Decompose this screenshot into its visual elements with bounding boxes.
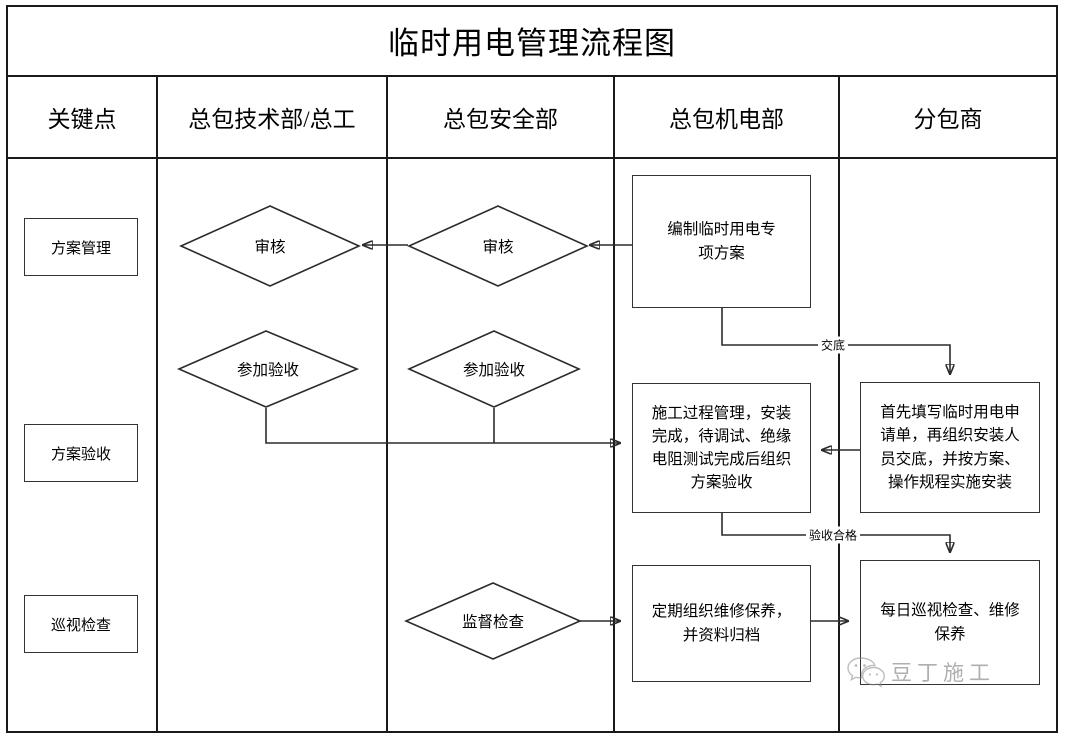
decision-join-acceptance-safety: 参加验收 (407, 330, 581, 408)
diamond-shape (177, 330, 360, 408)
diamond-shape (407, 330, 581, 408)
decision-label: 审核 (254, 239, 286, 256)
column-header-key-points: 关键点 (47, 107, 117, 132)
diamond-shape (179, 205, 361, 287)
key-point-label: 巡视检查 (50, 617, 111, 634)
key-point-plan-acceptance: 方案验收 (24, 424, 138, 482)
watermark: 豆丁施工 (845, 655, 995, 689)
key-point-plan-management: 方案管理 (24, 218, 138, 276)
process-line: 操作规程实施安装 (887, 473, 1012, 491)
process-line: 方案验收 (690, 474, 753, 492)
process-line: 并资料归档 (682, 626, 761, 644)
decision-label: 监督检查 (461, 614, 524, 631)
column-header-me-dept: 总包机电部 (669, 107, 784, 132)
process-line: 施工过程管理，安装 (651, 404, 792, 422)
watermark-text: 豆丁施工 (891, 661, 995, 685)
process-daily-patrol: 每日巡视检查、维修 保养 (860, 560, 1040, 685)
wechat-icon (847, 657, 885, 688)
key-point-label: 方案管理 (50, 240, 111, 257)
column-header-tech-dept: 总包技术部/总工 (188, 107, 356, 132)
decision-supervise-inspect: 监督检查 (404, 582, 582, 660)
process-line: 定期组织维修保养， (651, 603, 792, 621)
process-author-plan: 编制临时用电专 项方案 (632, 175, 811, 308)
decision-review-tech: 审核 (179, 205, 361, 287)
process-line: 请单，再组织安装人 (880, 427, 1020, 445)
key-point-patrol-inspection: 巡视检查 (24, 595, 138, 653)
process-line: 完成，待调试、绝缘 (651, 427, 792, 445)
process-line: 每日巡视检查、维修 (880, 602, 1020, 620)
diamond-shape (404, 582, 582, 660)
decision-label: 参加验收 (462, 362, 525, 379)
column-header-subcontractor: 分包商 (913, 107, 983, 132)
title-divider (6, 75, 1058, 77)
process-construction-management: 施工过程管理，安装 完成，待调试、绝缘 电阻测试完成后组织 方案验收 (632, 383, 811, 513)
column-divider-1 (156, 77, 158, 733)
edge-label-disclosure: 交底 (817, 336, 849, 354)
diamond-shape (407, 205, 589, 287)
process-line: 编制临时用电专 (667, 221, 776, 239)
key-point-label: 方案验收 (50, 446, 111, 463)
header-divider (6, 157, 1058, 159)
process-line: 电阻测试完成后组织 (651, 451, 792, 468)
decision-label: 参加验收 (236, 362, 299, 379)
decision-label: 审核 (482, 239, 514, 256)
column-header-safety-dept: 总包安全部 (443, 107, 558, 132)
decision-join-acceptance-tech: 参加验收 (177, 330, 360, 408)
process-subcontractor-install: 首先填写临时用电申 请单，再组织安装人 员交底，并按方案、 操作规程实施安装 (860, 382, 1040, 513)
process-line: 员交底，并按方案、 (880, 450, 1020, 468)
process-line: 项方案 (698, 244, 745, 262)
outer-frame (6, 5, 1058, 733)
column-divider-3 (613, 77, 615, 733)
column-divider-2 (386, 77, 388, 733)
decision-review-safety: 审核 (407, 205, 589, 287)
edge-label-acceptance-passed: 验收合格 (805, 526, 861, 544)
process-line: 首先填写临时用电申 (880, 404, 1020, 421)
process-line: 保养 (934, 625, 966, 643)
page-title: 临时用电管理流程图 (388, 25, 676, 61)
column-divider-4 (838, 77, 840, 733)
process-periodic-maintenance: 定期组织维修保养， 并资料归档 (632, 565, 811, 682)
